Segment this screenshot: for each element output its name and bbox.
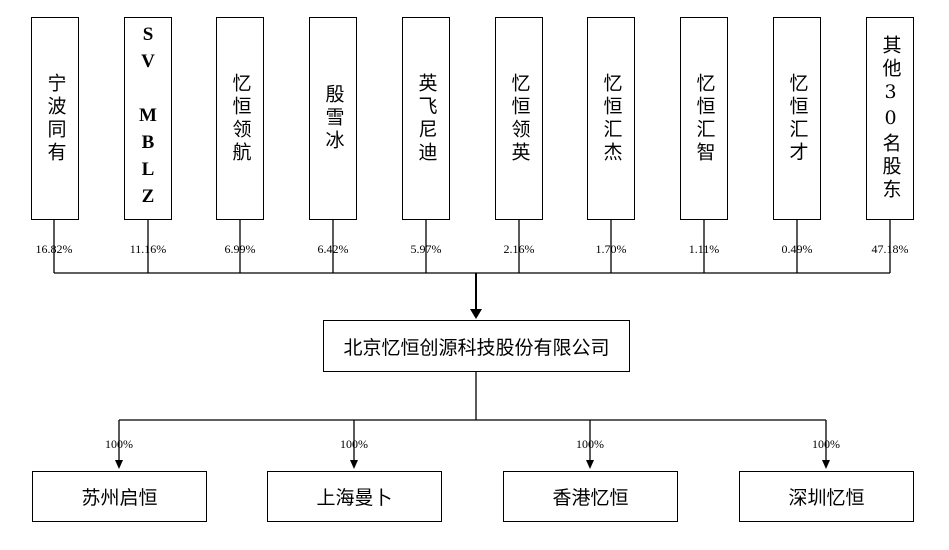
subsidiary-box: 深圳忆恒 [739,471,914,522]
shareholder-box: 忆恒领航 [216,17,264,220]
subsidiary-percent: 100% [340,437,368,451]
subsidiary-percent: 100% [812,437,840,451]
subsidiary-name: 苏州启恒 [81,487,158,509]
shareholder-box: 忆恒领英 [495,17,543,220]
shareholder-box: 殷雪冰 [309,17,357,220]
company-name: 北京忆恒创源科技股份有限公司 [343,336,610,359]
arrow-subsidiary-4 [822,460,830,469]
shareholder-name: SV MBLZ [137,24,159,213]
shareholder-box: 忆恒汇杰 [587,17,635,220]
shareholder-name: 英飞尼迪 [415,72,438,165]
shareholding-percent: 5.97% [410,242,442,256]
shareholding-percent: 6.42% [317,242,349,256]
shareholder-name: 忆恒汇才 [786,72,809,165]
shareholder-box: 宁波同有 [31,17,79,220]
shareholding-percent: 2.16% [503,242,535,256]
arrow-subsidiary-2 [350,460,358,469]
shareholding-percent: 16.82% [35,242,73,256]
arrow-to-company [470,309,482,319]
shareholder-name: 其他30名股东 [879,35,902,202]
arrow-subsidiary-3 [586,460,594,469]
shareholding-percent: 11.16% [129,242,167,256]
company-box: 北京忆恒创源科技股份有限公司 [323,320,630,372]
shareholding-percent: 47.18% [871,242,909,256]
shareholder-box: 忆恒汇智 [680,17,728,220]
shareholder-name: 忆恒领航 [229,72,252,165]
subsidiary-box: 香港忆恒 [503,471,678,522]
subsidiary-box: 上海曼卜 [267,471,442,522]
shareholder-box: SV MBLZ [124,17,172,220]
shareholding-percent: 6.99% [224,242,256,256]
shareholding-percent: 1.70% [595,242,627,256]
shareholder-box: 英飞尼迪 [402,17,450,220]
arrow-subsidiary-1 [115,460,123,469]
shareholder-name: 宁波同有 [44,72,67,165]
shareholder-box: 忆恒汇才 [773,17,821,220]
shareholder-name: 忆恒汇智 [693,72,716,165]
subsidiary-name: 上海曼卜 [316,487,393,509]
subsidiary-name: 香港忆恒 [552,487,629,509]
subsidiary-box: 苏州启恒 [32,471,207,522]
shareholder-box: 其他30名股东 [866,17,914,220]
shareholder-name: 忆恒汇杰 [600,72,623,165]
shareholding-percent: 1.11% [688,242,720,256]
shareholder-name: 殷雪冰 [322,84,345,153]
shareholder-name: 忆恒领英 [508,72,531,165]
subsidiary-percent: 100% [105,437,133,451]
subsidiary-name: 深圳忆恒 [788,487,865,509]
shareholding-percent: 0.49% [781,242,813,256]
subsidiary-percent: 100% [576,437,604,451]
